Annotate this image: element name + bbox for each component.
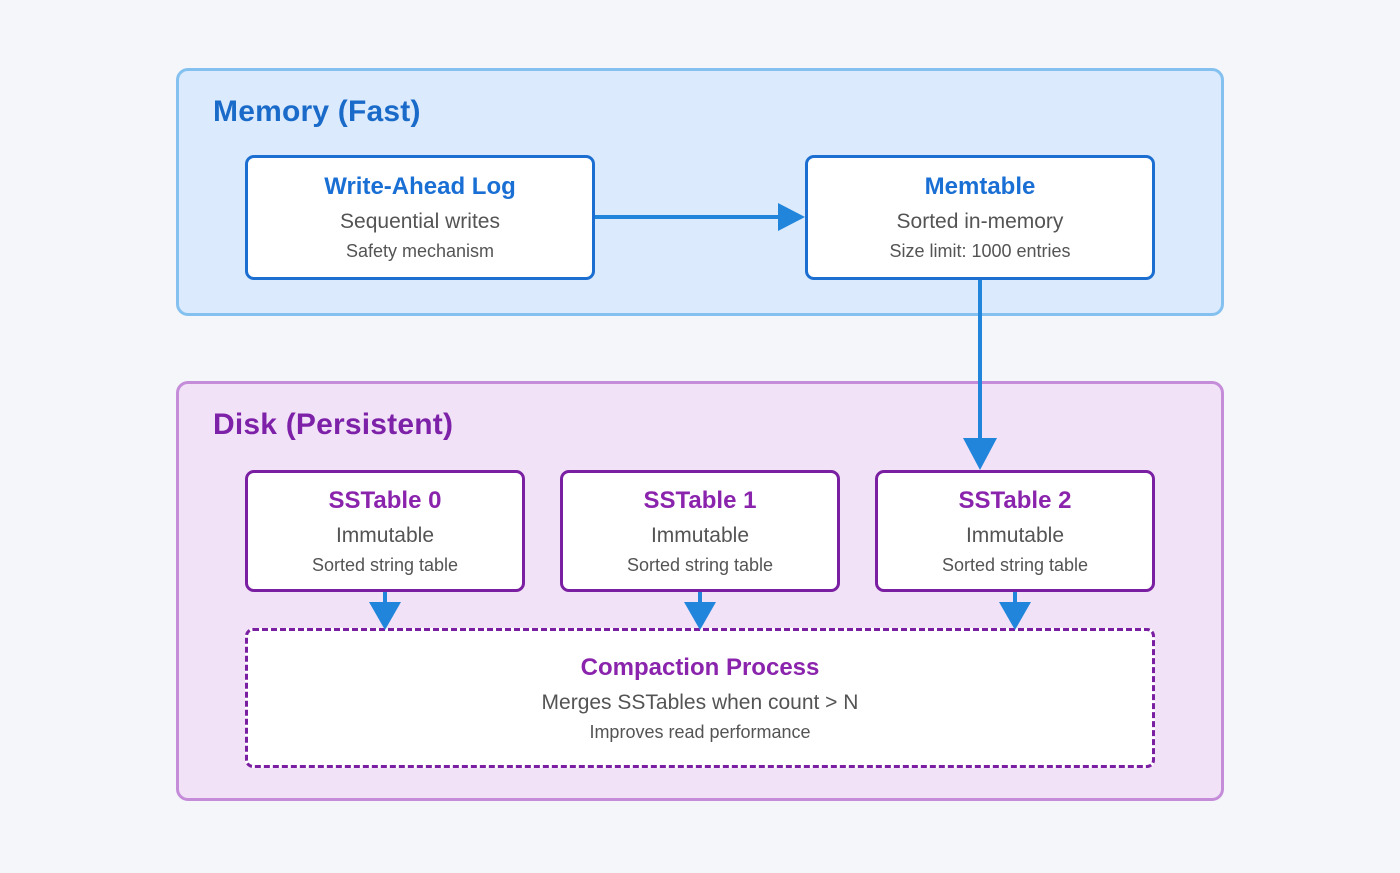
node-subtitle: Immutable (965, 523, 1065, 547)
arrow-line (383, 592, 387, 604)
node-subtitle: Sequential writes (340, 210, 500, 233)
disk-section-title: Disk (Persistent) (213, 408, 454, 441)
arrow-head-icon (684, 602, 716, 630)
node-title: SSTable 0 (328, 486, 442, 514)
node-title: SSTable 1 (643, 486, 757, 514)
sstable2-node: SSTable 2 Immutable Sorted string table (875, 470, 1155, 592)
memtable-node: Memtable Sorted in-memory Size limit: 10… (805, 155, 1155, 280)
arrow-line (698, 592, 702, 604)
arrow-line (595, 215, 779, 219)
node-title: Memtable (924, 173, 1036, 200)
memory-section-title: Memory (Fast) (213, 95, 421, 128)
compaction-process-node: Compaction Process Merges SSTables when … (245, 628, 1155, 768)
node-detail: Sorted string table (311, 554, 459, 575)
sstable1-node: SSTable 1 Immutable Sorted string table (560, 470, 840, 592)
node-title: SSTable 2 (958, 486, 1072, 514)
node-detail: Sorted string table (941, 554, 1089, 575)
node-subtitle: Merges SSTables when count > N (541, 690, 859, 714)
arrow-head-icon (778, 203, 805, 231)
node-subtitle: Immutable (335, 523, 435, 547)
node-detail: Safety mechanism (345, 241, 495, 261)
node-detail: Improves read performance (589, 721, 811, 742)
arrow-line (1013, 592, 1017, 604)
arrow-line (978, 280, 982, 440)
node-detail: Sorted string table (626, 554, 774, 575)
node-title: Compaction Process (580, 653, 820, 681)
node-detail: Size limit: 1000 entries (889, 241, 1071, 261)
arrow-head-icon (369, 602, 401, 630)
sstable0-node: SSTable 0 Immutable Sorted string table (245, 470, 525, 592)
node-subtitle: Immutable (650, 523, 750, 547)
node-subtitle: Sorted in-memory (896, 210, 1064, 233)
arrow-head-icon (963, 438, 997, 470)
arrow-head-icon (999, 602, 1031, 630)
write-ahead-log-node: Write-Ahead Log Sequential writes Safety… (245, 155, 595, 280)
node-title: Write-Ahead Log (324, 173, 516, 200)
